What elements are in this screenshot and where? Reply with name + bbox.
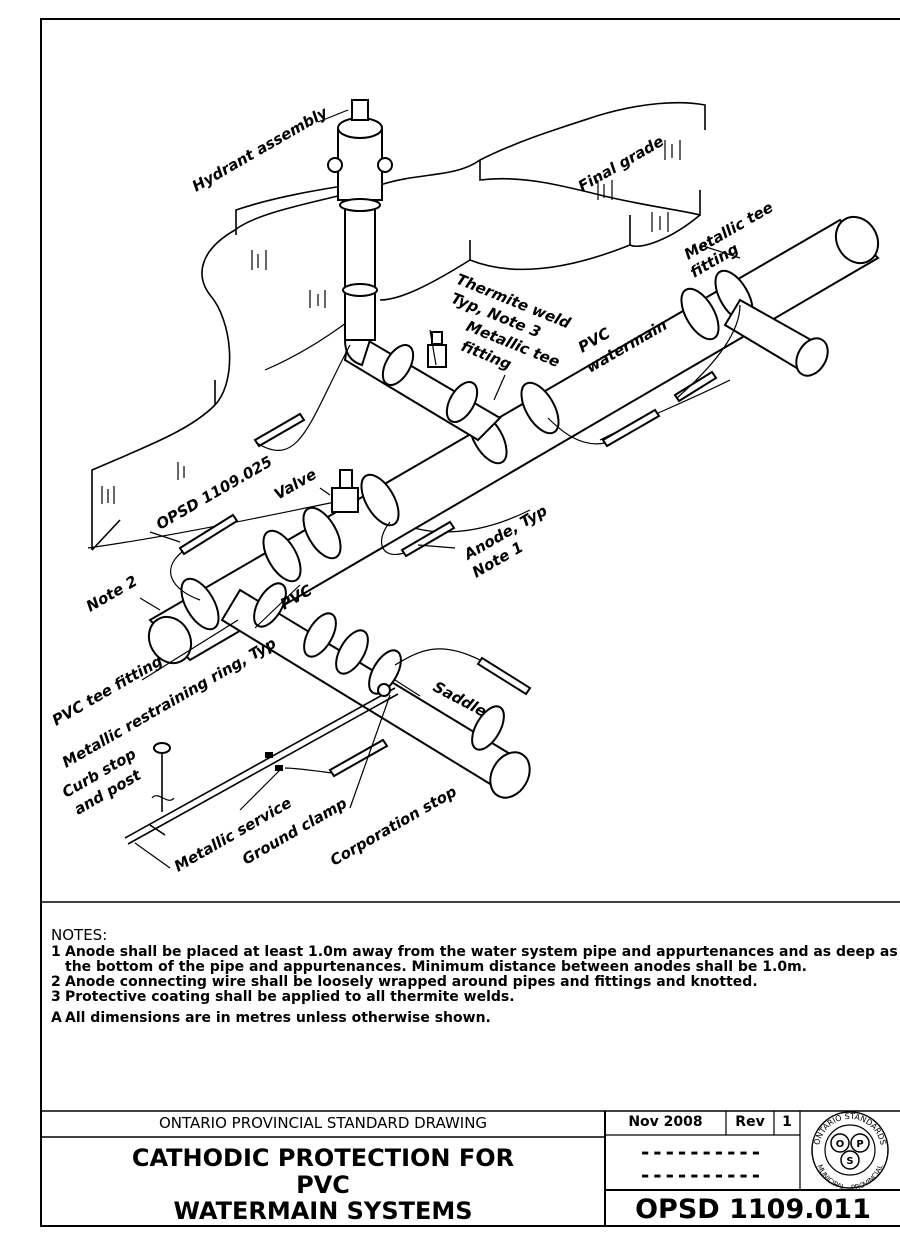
signature-dashes-1: ----------: [640, 1140, 764, 1164]
title-line-1: CATHODIC PROTECTION FOR: [131, 1144, 515, 1172]
note-item: A All dimensions are in metres unless ot…: [51, 1011, 900, 1026]
notes-heading: NOTES:: [51, 926, 108, 944]
hydrant-lateral-coupling-2: [445, 381, 479, 423]
service-end-stub: [149, 824, 166, 836]
note-item: 3 Protective coating shall be applied to…: [51, 990, 900, 1005]
title-block-frame: [41, 901, 900, 1226]
title-line-2: PVC: [296, 1171, 350, 1199]
label-valve: Valve: [271, 465, 320, 503]
seal-letter-s: S: [846, 1156, 853, 1167]
pvc-branch-couplings: [253, 582, 505, 751]
seal-letter-p: P: [856, 1139, 863, 1150]
notes-section: NOTES: 1 Anode shall be placed at least …: [51, 928, 900, 1026]
ground-clamp-top: [265, 752, 273, 758]
curb-stop-cap: [153, 742, 171, 754]
lateral-valve-body: [427, 344, 447, 368]
label-opsd-ref: OPSD 1109.025: [153, 452, 275, 533]
note-number: 2: [51, 974, 61, 990]
main-valve-stem: [339, 469, 353, 489]
rev-label: Rev: [735, 1114, 765, 1130]
note-item: 1 Anode shall be placed at least 1.0m aw…: [51, 945, 900, 975]
hydrant-operating-nut: [351, 99, 369, 121]
signature-dashes-2: ----------: [640, 1163, 764, 1187]
drawing-date: Nov 2008: [628, 1114, 703, 1130]
label-hydrant-assembly: Hydrant assembly: [189, 103, 332, 196]
note-number: 1: [51, 944, 61, 960]
pvc-branch-end: [489, 751, 531, 799]
corporation-stop: [377, 683, 391, 697]
seal-text-bottom: MUNICIPAL - PROVINCIAL: [815, 1163, 884, 1192]
rev-value: 1: [782, 1114, 792, 1130]
hydrant-flange: [339, 198, 381, 212]
main-valve-body: [331, 487, 359, 513]
hydrant-elbow: [343, 339, 372, 367]
curb-stop-break: [151, 795, 175, 801]
ground-clamp-bottom: [275, 765, 283, 771]
hydrant-riser-coupling: [342, 283, 378, 297]
leader-lines: [134, 109, 741, 869]
hydrant-nozzle-right: [377, 157, 393, 173]
label-note-2: Note 2: [83, 572, 140, 616]
trench-line-1: [264, 319, 351, 371]
lateral-valve-stem: [431, 331, 443, 345]
note-text: Protective coating shall be applied to a…: [65, 989, 515, 1005]
grade-hatch-marks: [101, 140, 681, 504]
ops-seal: O P S ONTARIO STANDARDS MUNICIPAL - PROV…: [811, 1111, 889, 1192]
note-number: 3: [51, 989, 61, 1005]
sheet-border: [40, 18, 900, 1227]
metallic-service-line-edge: [127, 693, 399, 845]
note-text: Anode connecting wire shall be loosely w…: [65, 974, 758, 990]
main-pipe-end-left: [147, 615, 193, 665]
hydrant-nozzle-left: [327, 157, 343, 173]
note-text: Anode shall be placed at least 1.0m away…: [65, 944, 898, 975]
metallic-service-line: [124, 687, 396, 839]
anodes: [178, 370, 718, 778]
anode-wires: [170, 304, 741, 774]
seal-text-top: ONTARIO STANDARDS: [812, 1112, 887, 1146]
drawing-number: OPSD 1109.011: [635, 1194, 871, 1225]
note-number: A: [51, 1010, 62, 1026]
final-grade-outline: [91, 101, 706, 551]
isometric-drawing: Hydrant assembly Final grade Thermite we…: [49, 99, 880, 875]
label-corporation-stop: Corporation stop: [327, 782, 460, 869]
seal-letter-o: O: [836, 1139, 845, 1150]
hydrant-body: [337, 129, 383, 201]
main-pipe-end-right: [834, 215, 880, 265]
note-item: 2 Anode connecting wire shall be loosely…: [51, 975, 900, 990]
label-final-grade: Final grade: [575, 132, 667, 195]
note-text: All dimensions are in metres unless othe…: [65, 1010, 491, 1026]
title-block-header: ONTARIO PROVINCIAL STANDARD DRAWING: [158, 1114, 488, 1132]
hydrant-lateral-coupling-1: [381, 344, 415, 386]
right-tee-branch-end: [795, 337, 829, 377]
title-line-3: WATERMAIN SYSTEMS: [173, 1197, 473, 1225]
